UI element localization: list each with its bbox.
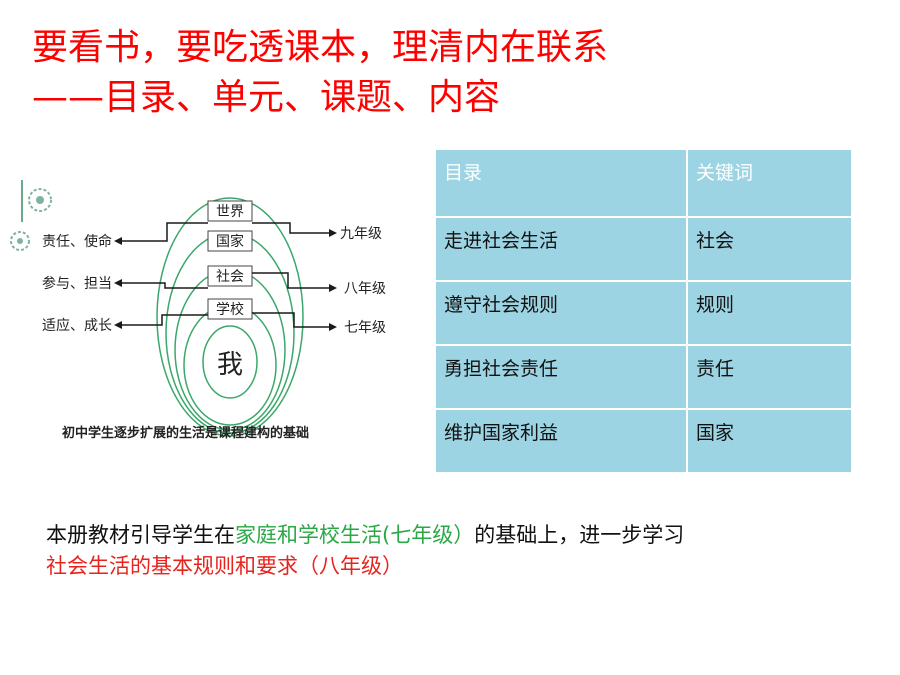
ring-world <box>156 197 304 437</box>
table-cell: 国家 <box>686 408 853 474</box>
left-label: 适应、成长 <box>42 317 112 334</box>
table-cell: 勇担社会责任 <box>434 344 688 410</box>
left-label: 责任、使命 <box>42 233 112 250</box>
right-label: 八年级 <box>344 281 386 297</box>
note-highlight-green: 家庭和学校生活(七年级） <box>235 523 475 547</box>
table-header-row: 目录 关键词 <box>434 148 853 218</box>
flower-ornament-icon <box>10 180 52 251</box>
life-circles-diagram: 世界 国家 社会 学校 我 责任、使命 参与、担当 适应、成长 九年级 八年级 … <box>10 180 386 441</box>
diagram-caption: 初中学生逐步扩展的生活是课程建构的基础 <box>62 425 309 441</box>
table-row: 遵守社会规则 规则 <box>434 280 853 346</box>
table-row: 走进社会生活 社会 <box>434 216 853 282</box>
left-label: 参与、担当 <box>42 275 112 292</box>
table-row: 勇担社会责任 责任 <box>434 344 853 410</box>
table-cell: 遵守社会规则 <box>434 280 688 346</box>
center-label: 我 <box>217 350 243 380</box>
table-cell: 规则 <box>686 280 853 346</box>
contents-keyword-table: 目录 关键词 走进社会生活 社会 遵守社会规则 规则 勇担社会责任 责任 维护国… <box>434 148 853 474</box>
ring-country <box>165 232 295 434</box>
note-text: 本册教材引导学生在 <box>46 523 235 547</box>
right-label: 九年级 <box>340 226 382 242</box>
note-text: 的基础上，进一步学习 <box>474 523 685 547</box>
table-cell: 维护国家利益 <box>434 408 688 474</box>
table-row: 维护国家利益 国家 <box>434 408 853 474</box>
circle-label: 社会 <box>216 269 244 285</box>
ring-self <box>202 325 258 399</box>
circle-label: 国家 <box>216 233 244 250</box>
note-line2: 社会生活的基本规则和要求（八年级） <box>46 554 403 578</box>
note-line1: 本册教材引导学生在家庭和学校生活(七年级）的基础上，进一步学习 <box>46 520 684 550</box>
table-cell: 社会 <box>686 216 853 282</box>
circle-label: 学校 <box>216 301 244 318</box>
table-header-cell: 目录 <box>434 148 688 218</box>
right-label: 七年级 <box>344 320 386 336</box>
table-cell: 责任 <box>686 344 853 410</box>
right-connectors <box>252 222 330 328</box>
left-connectors <box>120 222 208 326</box>
slide-title-line1: 要看书，要吃透课本，理清内在联系 <box>32 27 609 68</box>
table-cell: 走进社会生活 <box>434 216 688 282</box>
circle-label: 世界 <box>216 204 244 220</box>
table-header-cell: 关键词 <box>686 148 853 218</box>
slide-title-line2: ——目录、单元、课题、内容 <box>32 77 501 118</box>
